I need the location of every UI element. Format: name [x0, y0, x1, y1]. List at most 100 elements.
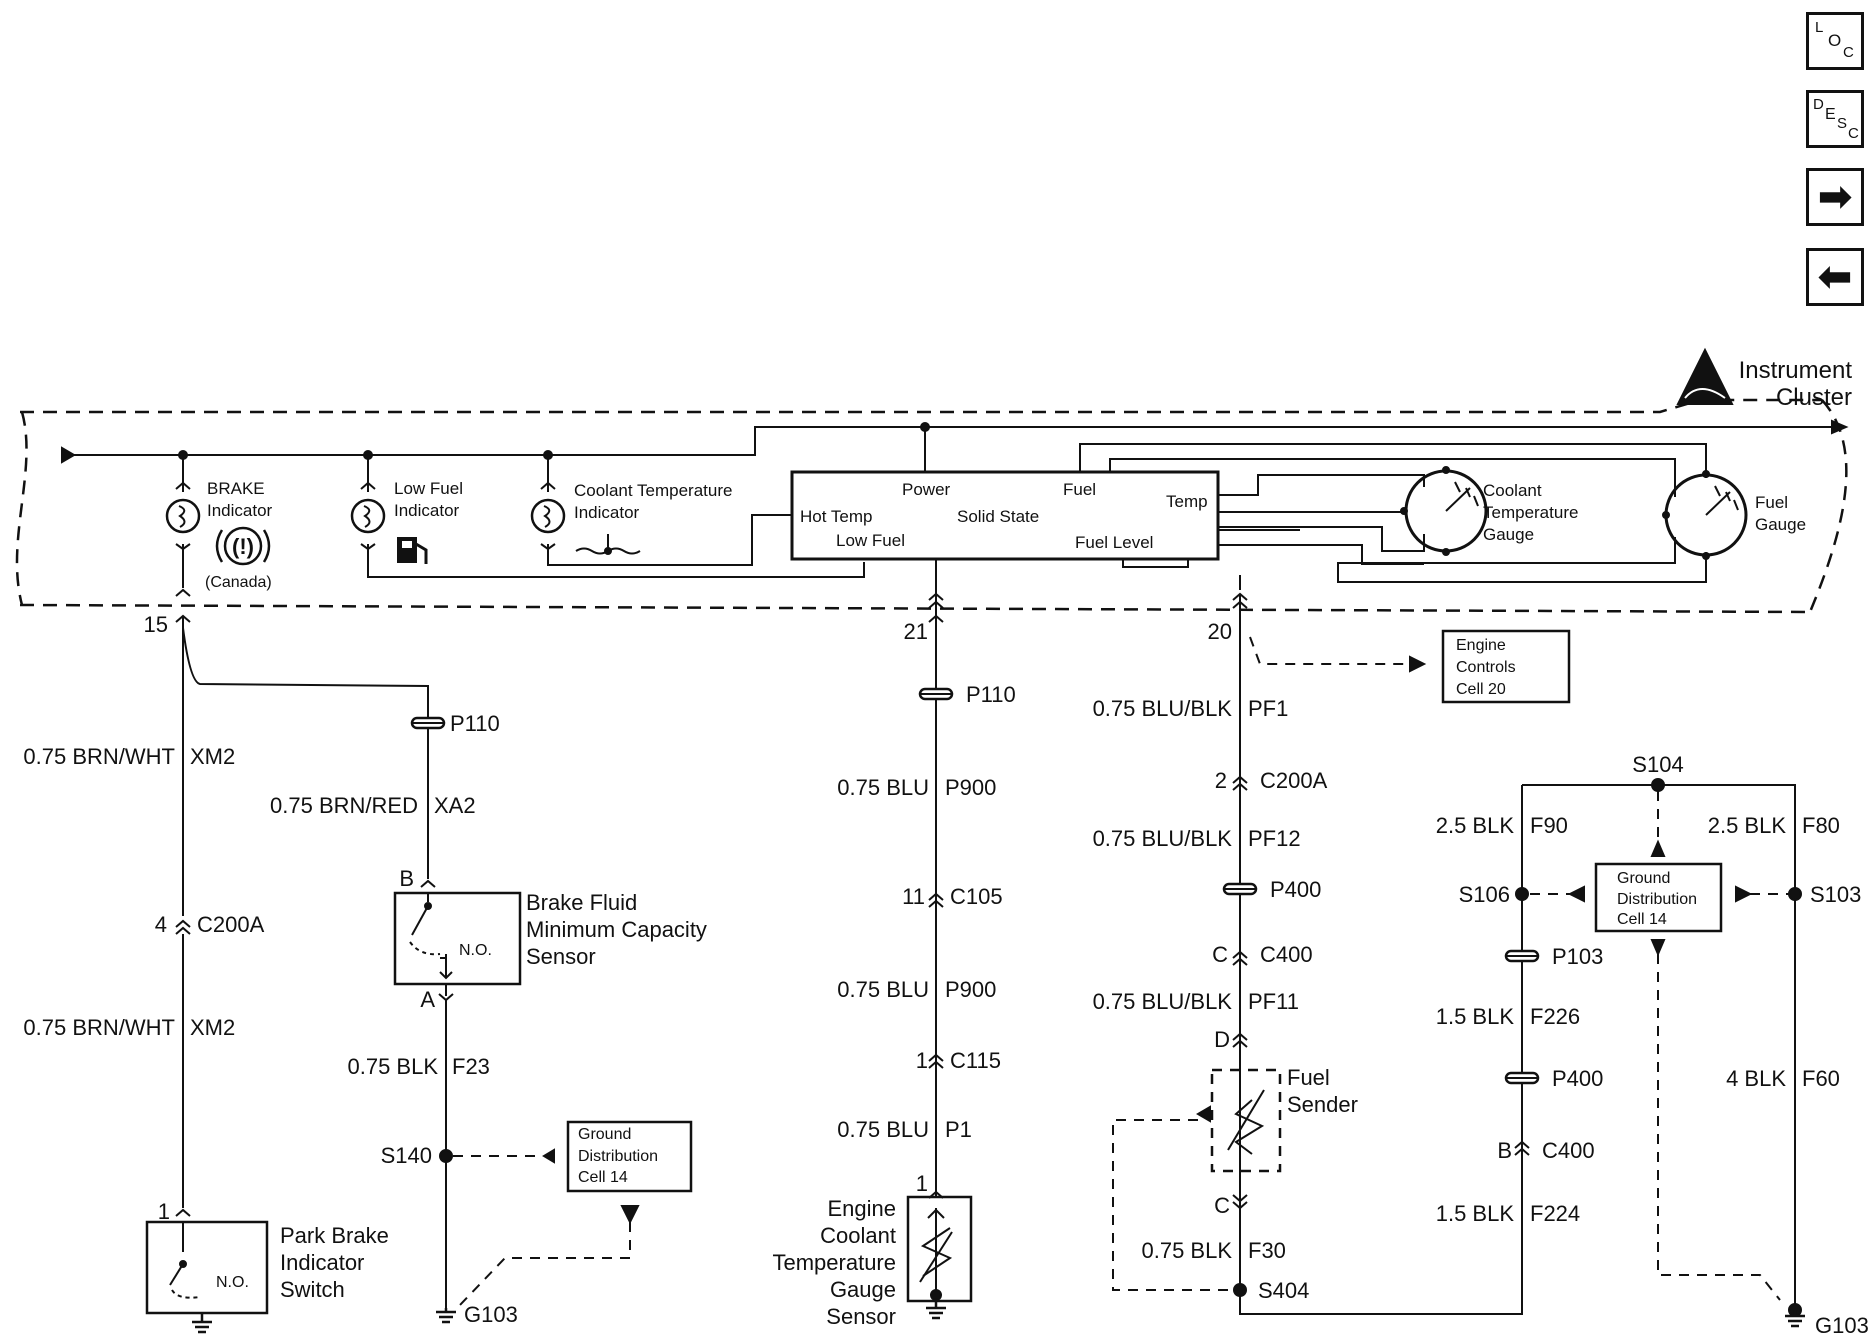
pin-20-label: 20	[1208, 619, 1232, 644]
sender-pin-d: D	[1214, 1027, 1230, 1052]
esd-warning-icon	[1676, 347, 1734, 405]
park-brake-label-1: Park Brake	[280, 1223, 389, 1248]
c115-pin: 1	[916, 1048, 928, 1073]
ground-dist-box1-line2: Distribution	[578, 1148, 658, 1165]
indicator-bulb-icon	[530, 498, 566, 534]
f30-wire-color: 0.75 BLK	[1141, 1238, 1232, 1263]
s104-label: S104	[1632, 752, 1683, 777]
loc-letter-2: O	[1828, 31, 1842, 50]
inline-connector-icon	[1504, 949, 1540, 963]
solid-state-fuel-level: Fuel Level	[1075, 533, 1153, 552]
splice-dot-icon	[1651, 778, 1665, 792]
solid-state-power: Power	[902, 480, 951, 499]
ground-dist-box1-line1: Ground	[578, 1126, 631, 1143]
inline-connector-icon	[918, 687, 954, 701]
coolant-indicator-lamp	[530, 455, 792, 566]
solid-state-name: Solid State	[957, 507, 1039, 526]
f23-circuit: F23	[452, 1054, 490, 1079]
loc-letter-1: L	[1815, 19, 1824, 36]
coolant-temp-icon	[575, 534, 641, 555]
engine-controls-line1: Engine	[1456, 637, 1506, 654]
ground-symbol-icon	[926, 1301, 946, 1320]
loc-letter-3: C	[1843, 44, 1854, 61]
sensor-pin-1: 1	[916, 1171, 928, 1196]
ground-symbol-icon	[1785, 1310, 1805, 1328]
xm2-circuit-2: XM2	[190, 1015, 235, 1040]
splice-dot-icon	[1788, 887, 1802, 901]
p400-label-center: P400	[1270, 877, 1321, 902]
left-arrow-icon: ⬅	[1818, 255, 1852, 299]
pf12-wire-color: 0.75 BLU/BLK	[1093, 826, 1233, 851]
xa2-wire-color: 0.75 BRN/RED	[270, 793, 418, 818]
desc-letter-4: C	[1848, 125, 1859, 142]
p110-label-center: P110	[966, 682, 1016, 707]
p900-wire-color-1: 0.75 BLU	[837, 775, 929, 800]
c200a-pin-2: 2	[1215, 768, 1227, 793]
cluster-title-1: Instrument	[1739, 357, 1853, 384]
c200a-label-left: C200A	[197, 912, 265, 937]
low-fuel-label-1: Low Fuel	[394, 479, 463, 498]
f30-circuit: F30	[1248, 1238, 1286, 1263]
ground-symbol-icon	[436, 1308, 456, 1324]
p1-wire-color: 0.75 BLU	[837, 1117, 929, 1142]
brake-indicator-lamp	[165, 455, 271, 597]
inline-connector-icon	[410, 716, 446, 730]
engine-controls-line2: Controls	[1456, 659, 1516, 676]
f224-circuit: F224	[1530, 1201, 1580, 1226]
brake-fluid-label-2: Minimum Capacity	[526, 917, 707, 942]
fuel-gauge-label-1: Fuel	[1755, 493, 1788, 512]
p900-circuit-1: P900	[945, 775, 996, 800]
pf1-circuit: PF1	[1248, 696, 1288, 721]
p1-circuit: P1	[945, 1117, 972, 1142]
engine-controls-line3: Cell 20	[1456, 681, 1506, 698]
coolant-gauge-label-3: Gauge	[1483, 525, 1534, 544]
low-fuel-indicator-lamp	[350, 455, 865, 578]
brake-indicator-label-2: Indicator	[207, 501, 273, 520]
sensor-pin-b: B	[399, 866, 414, 891]
brake-fluid-no: N.O.	[459, 942, 492, 959]
fuel-sender-label-2: Sender	[1287, 1092, 1358, 1117]
ground-dist-box1-line3: Cell 14	[578, 1169, 628, 1186]
brake-indicator-label-1: BRAKE	[207, 479, 265, 498]
sender-pin-c: C	[1214, 1193, 1230, 1218]
fuel-pump-icon	[397, 537, 428, 564]
coolant-indicator-label-2: Indicator	[574, 503, 640, 522]
park-brake-label-2: Indicator	[280, 1250, 364, 1275]
next-button[interactable]: ➡	[1806, 168, 1864, 226]
c200a-pin-4: 4	[155, 912, 167, 937]
coolant-sensor-label-1: Engine	[827, 1196, 896, 1221]
p110-label-left: P110	[450, 711, 500, 736]
solid-state-hot-temp: Hot Temp	[800, 507, 872, 526]
fuel-gauge-label-2: Gauge	[1755, 515, 1806, 534]
low-fuel-label-2: Indicator	[394, 501, 460, 520]
loc-button[interactable]: L O C	[1806, 12, 1864, 70]
g103-label-right: G103	[1815, 1313, 1869, 1338]
pf11-circuit: PF11	[1248, 989, 1299, 1014]
coolant-sensor-label-4: Gauge	[830, 1277, 896, 1302]
f23-wire-color: 0.75 BLK	[347, 1054, 438, 1079]
fuel-sender-circuit	[1112, 575, 1571, 1315]
solid-state-low-fuel: Low Fuel	[836, 531, 905, 550]
p400-label-right: P400	[1552, 1066, 1603, 1091]
desc-letter-2: E	[1825, 106, 1836, 123]
brake-symbol-glyph: (!)	[232, 534, 254, 559]
pf12-circuit: PF12	[1248, 826, 1301, 851]
pf1-wire-color: 0.75 BLU/BLK	[1093, 696, 1233, 721]
previous-button[interactable]: ⬅	[1806, 248, 1864, 306]
desc-button[interactable]: D E S C	[1806, 90, 1864, 148]
splice-dot-icon	[439, 1149, 453, 1163]
coolant-sensor-circuit	[906, 559, 973, 1320]
park-brake-label-3: Switch	[280, 1277, 345, 1302]
p900-wire-color-2: 0.75 BLU	[837, 977, 929, 1002]
coolant-sensor-label-2: Coolant	[820, 1223, 896, 1248]
ground-symbol-icon	[192, 1313, 212, 1334]
f226-circuit: F226	[1530, 1004, 1580, 1029]
f224-wire-color: 1.5 BLK	[1436, 1201, 1515, 1226]
coolant-gauge-label-2: Temperature	[1483, 503, 1578, 522]
inline-connector-icon	[1504, 1071, 1540, 1085]
labels: Instrument Cluster BRAKE Indicator (!) (…	[23, 357, 1868, 1338]
pin-21-label: 21	[904, 619, 928, 644]
coolant-gauge-label-1: Coolant	[1483, 481, 1542, 500]
f90-wire-color: 2.5 BLK	[1436, 813, 1515, 838]
